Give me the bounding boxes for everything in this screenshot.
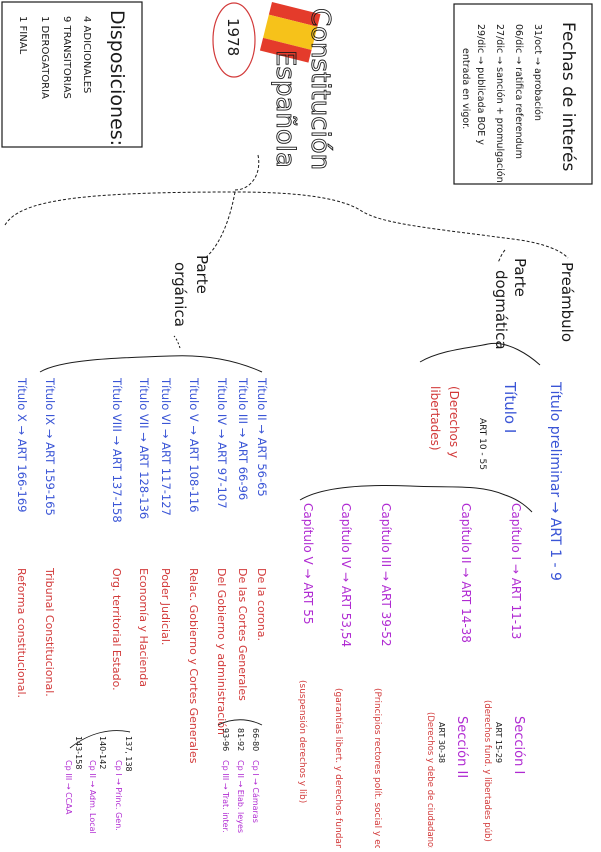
titulo-8-desc: Org. territorial Estado.	[110, 568, 123, 691]
cortes-sub-3-cap: Cp III → Trat. inter.	[221, 760, 230, 833]
titulo-2-desc: De la corona.	[255, 568, 268, 641]
territorial-sub-3-cap: Cp III → CCAA	[64, 760, 73, 815]
capitulo-2: Capítulo II → ART 14-38	[459, 503, 473, 643]
organica-titulos: Título II → ART 56-65 Título III → ART 6…	[15, 377, 269, 523]
cortes-subcapitulos: 66-80 Cp I → Cámaras 81-92 Cp II → Elab.…	[221, 728, 260, 833]
disposiciones-line-3: 1 DEROGATORIA	[39, 16, 50, 99]
disposiciones-list: 4 ADICIONALES 9 TRANSITORIAS 1 DEROGATOR…	[17, 16, 92, 99]
cortes-sub-3-art: 93-96	[221, 728, 230, 751]
capitulo-3-desc: (Principios rectores polít. social y eco…	[372, 688, 382, 848]
seccion-1-desc: (derechos fund. y libertades púb)	[482, 700, 492, 842]
capitulo-4-desc: (garantías libert. y derechos fundam.)	[333, 688, 343, 848]
cortes-sub-1-art: 66-80	[251, 728, 260, 751]
year-oval	[212, 2, 256, 78]
titulo-1-desc-2: libertades)	[428, 386, 442, 451]
disposiciones-line-1: 4 ADICIONALES	[81, 16, 92, 93]
seccion-1-label: Sección I	[511, 716, 526, 774]
fechas-box	[453, 3, 593, 185]
territorial-sub-1-art: 137, 138	[124, 736, 133, 772]
parte-dogmatica-line-2: dogmática	[492, 270, 510, 350]
disposiciones-line-2: 9 TRANSITORIAS	[61, 16, 72, 99]
capitulo-5: Capítulo V → ART 55	[301, 503, 315, 624]
titulo-6-desc: Poder Judicial.	[159, 568, 172, 645]
titulo-9-desc: Tribunal Constitucional.	[43, 567, 56, 697]
titulo-7: Título VII → ART 128-136	[137, 377, 151, 519]
fechas-line-3: 27/dic → sanción + promulgación	[494, 24, 505, 183]
seccion-2-desc: (Derechos y debe de ciudadanos)	[425, 712, 435, 848]
cortes-sub-2-art: 81-92	[236, 728, 245, 751]
fechas-title: Fechas de interés	[558, 22, 578, 171]
titulo-5-desc: Relac. Gobierno y Cortes Generales	[187, 568, 200, 764]
titulo-preliminar: Título preliminar → ART 1 - 9	[547, 381, 563, 581]
organica-descs: De la corona. De las Cortes Generales De…	[15, 567, 268, 764]
titulo-10-desc: Reforma constitucional.	[15, 568, 28, 698]
title-line-2: Española	[270, 50, 300, 168]
seccion-2-label: Sección II	[454, 716, 469, 778]
top-brace	[4, 191, 569, 259]
titulo-1-desc-1: (Derechos y	[447, 386, 461, 458]
seccion-1-art: ART 15-29	[494, 722, 503, 763]
cortes-sub-2-cap: Cp II → Elab. leyes	[236, 760, 245, 833]
fechas-line-2: 06/dic → ratifica referendum	[513, 24, 524, 159]
parte-dogmatica-line-1: Parte	[511, 258, 529, 297]
disposiciones-title: Disposiciones:	[106, 10, 128, 146]
organica-stem	[204, 191, 236, 259]
territorial-sub-1-cap: Cp I → Princ. Gen.	[114, 760, 123, 831]
titulo-8: Título VIII → ART 137-158	[110, 377, 124, 523]
cortes-sub-1-cap: Cp I → Cámaras	[251, 760, 260, 823]
spain-flag-icon	[259, 2, 321, 63]
year-label: 1978	[224, 18, 242, 56]
disposiciones-line-4: 1 FINAL	[17, 16, 28, 55]
dogmatica-stem	[497, 249, 506, 263]
capitulo-5-desc: (suspensión derechos y lib)	[297, 680, 308, 803]
titulo-10: Título X → ART 166-169	[15, 377, 29, 512]
fechas-line-5: entrada en vigor.	[460, 48, 471, 129]
preambulo-label: Preámbulo	[558, 262, 576, 342]
parte-organica-line-1: Parte	[193, 255, 211, 294]
titulo-4-desc: Del Gobierno y administración	[215, 568, 228, 735]
titulo-1-art: ART 10 - 55	[477, 418, 487, 470]
titulo-5: Título V → ART 108-116	[187, 377, 201, 512]
territorial-sub-2-art: 140-142	[98, 736, 107, 769]
capitulo-4: Capítulo IV → ART 53,54	[339, 503, 353, 647]
capitulo-descs: (Principios rectores polít. social y eco…	[297, 680, 382, 852]
organica-brace-stem	[173, 335, 181, 349]
titulo-2: Título II → ART 56-65	[255, 377, 269, 497]
titulo-1-label: Título I	[501, 381, 519, 433]
titulo-9: Título IX → ART 159-165	[43, 377, 57, 516]
organica-brace	[39, 355, 263, 373]
territorial-sub-2-cap: Cp II → Adm. Local	[88, 760, 97, 834]
cortes-sub-brace	[217, 719, 263, 726]
capitulo-3: Capítulo III → ART 39-52	[379, 503, 393, 646]
fechas-list: 31/oct → aprobación 06/dic → ratifica re…	[460, 24, 543, 183]
fechas-line-4: 29/dic → publicada BOE y	[475, 24, 486, 145]
titulo-4: Título IV → ART 97-107	[215, 377, 229, 509]
titulo-6: Título VI → ART 117-127	[159, 377, 173, 516]
capitulos-group: Capítulo I → ART 11-13 Capítulo II → ART…	[301, 503, 523, 647]
territorial-sub-brace	[69, 730, 131, 749]
territorial-sub-3-art: 143-158	[74, 736, 83, 769]
titulo-3: Título III → ART 66-96	[236, 377, 250, 500]
disposiciones-box	[1, 1, 143, 148]
titulo-7-desc: Economía y Hacienda	[137, 568, 150, 687]
dogmatica-brace	[419, 342, 541, 366]
territorial-subcapitulos: 137, 138 Cp I → Princ. Gen. 140-142 Cp I…	[64, 736, 133, 834]
title-connector	[234, 154, 260, 191]
main-connectors	[4, 154, 569, 263]
fechas-line-1: 31/oct → aprobación	[532, 24, 543, 121]
seccion-2-art: ART 30-38	[437, 722, 446, 763]
capitulos-brace	[299, 485, 533, 513]
title-line-1: Constitución	[305, 8, 335, 170]
parte-organica-line-2: orgánica	[171, 262, 189, 327]
titulo-3-desc: De las Cortes Generales	[236, 568, 249, 701]
capitulo-1: Capítulo I → ART 11-13	[509, 503, 523, 639]
